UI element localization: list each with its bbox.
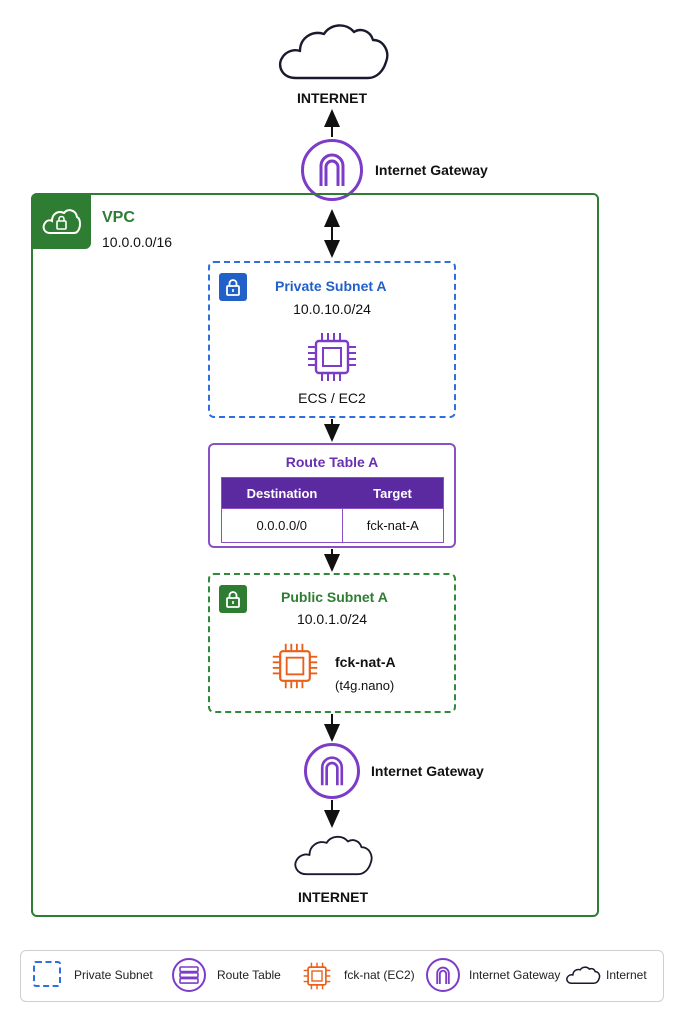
legend-item-private-subnet bbox=[33, 961, 61, 987]
nat-instance-type: (t4g.nano) bbox=[335, 678, 395, 693]
lock-icon bbox=[226, 591, 240, 608]
chip-icon bbox=[272, 643, 318, 689]
chip-icon bbox=[303, 962, 331, 990]
route-target-cell: fck-nat-A bbox=[341, 508, 444, 543]
vpc-cidr: 10.0.0.0/16 bbox=[102, 234, 173, 250]
dashed-square-icon bbox=[33, 961, 61, 987]
route-table-icon bbox=[179, 966, 199, 984]
cloud-lock-icon bbox=[42, 209, 81, 234]
internet-label-bottom: INTERNET bbox=[298, 889, 368, 905]
internet-gateway-label-bottom: Internet Gateway bbox=[371, 763, 484, 779]
route-table: Destination Target 0.0.0.0/0 fck-nat-A bbox=[221, 477, 444, 543]
table-row: 0.0.0.0/0 fck-nat-A bbox=[221, 508, 444, 543]
legend-label-fck-nat: fck-nat (EC2) bbox=[344, 968, 415, 982]
vpc-title: VPC bbox=[102, 209, 135, 226]
route-destination-cell: 0.0.0.0/0 bbox=[221, 508, 343, 543]
internet-gateway-bottom bbox=[304, 743, 360, 799]
gateway-icon bbox=[436, 966, 450, 984]
legend-label-route-table: Route Table bbox=[217, 968, 281, 982]
internet-gateway-label-top: Internet Gateway bbox=[375, 162, 488, 178]
nat-instance-name: fck-nat-A bbox=[335, 654, 396, 670]
public-subnet-container bbox=[208, 573, 456, 713]
legend-label-private-subnet: Private Subnet bbox=[74, 968, 153, 982]
public-subnet-lock-badge bbox=[219, 585, 247, 613]
public-subnet-cidr: 10.0.1.0/24 bbox=[296, 611, 368, 627]
legend-label-internet-gateway: Internet Gateway bbox=[469, 968, 561, 982]
gateway-icon bbox=[320, 756, 344, 786]
legend-label-internet: Internet bbox=[606, 968, 647, 982]
route-table-container bbox=[208, 443, 456, 548]
public-subnet-title: Public Subnet A bbox=[281, 589, 388, 605]
legend bbox=[20, 950, 664, 1002]
lock-icon bbox=[226, 279, 240, 296]
private-resource-label: ECS / EC2 bbox=[298, 390, 366, 406]
private-subnet-lock-badge bbox=[219, 273, 247, 301]
internet-label-top: INTERNET bbox=[297, 90, 367, 106]
route-table-title: Route Table A bbox=[285, 454, 379, 470]
private-subnet-cidr: 10.0.10.0/24 bbox=[293, 301, 371, 317]
cloud-icon bbox=[566, 966, 601, 985]
internet-gateway-top bbox=[301, 139, 363, 201]
vpc-badge bbox=[31, 193, 91, 249]
chip-icon bbox=[308, 333, 356, 381]
cloud-icon bbox=[294, 835, 373, 876]
private-subnet-container bbox=[208, 261, 456, 418]
vpc-container bbox=[31, 193, 599, 917]
private-subnet-title: Private Subnet A bbox=[275, 278, 387, 294]
cloud-icon bbox=[278, 24, 389, 80]
legend-item-internet-gateway bbox=[426, 958, 460, 992]
column-header-destination: Destination bbox=[221, 477, 342, 509]
legend-item-route-table bbox=[172, 958, 206, 992]
gateway-icon bbox=[319, 153, 345, 186]
column-header-target: Target bbox=[342, 477, 444, 509]
